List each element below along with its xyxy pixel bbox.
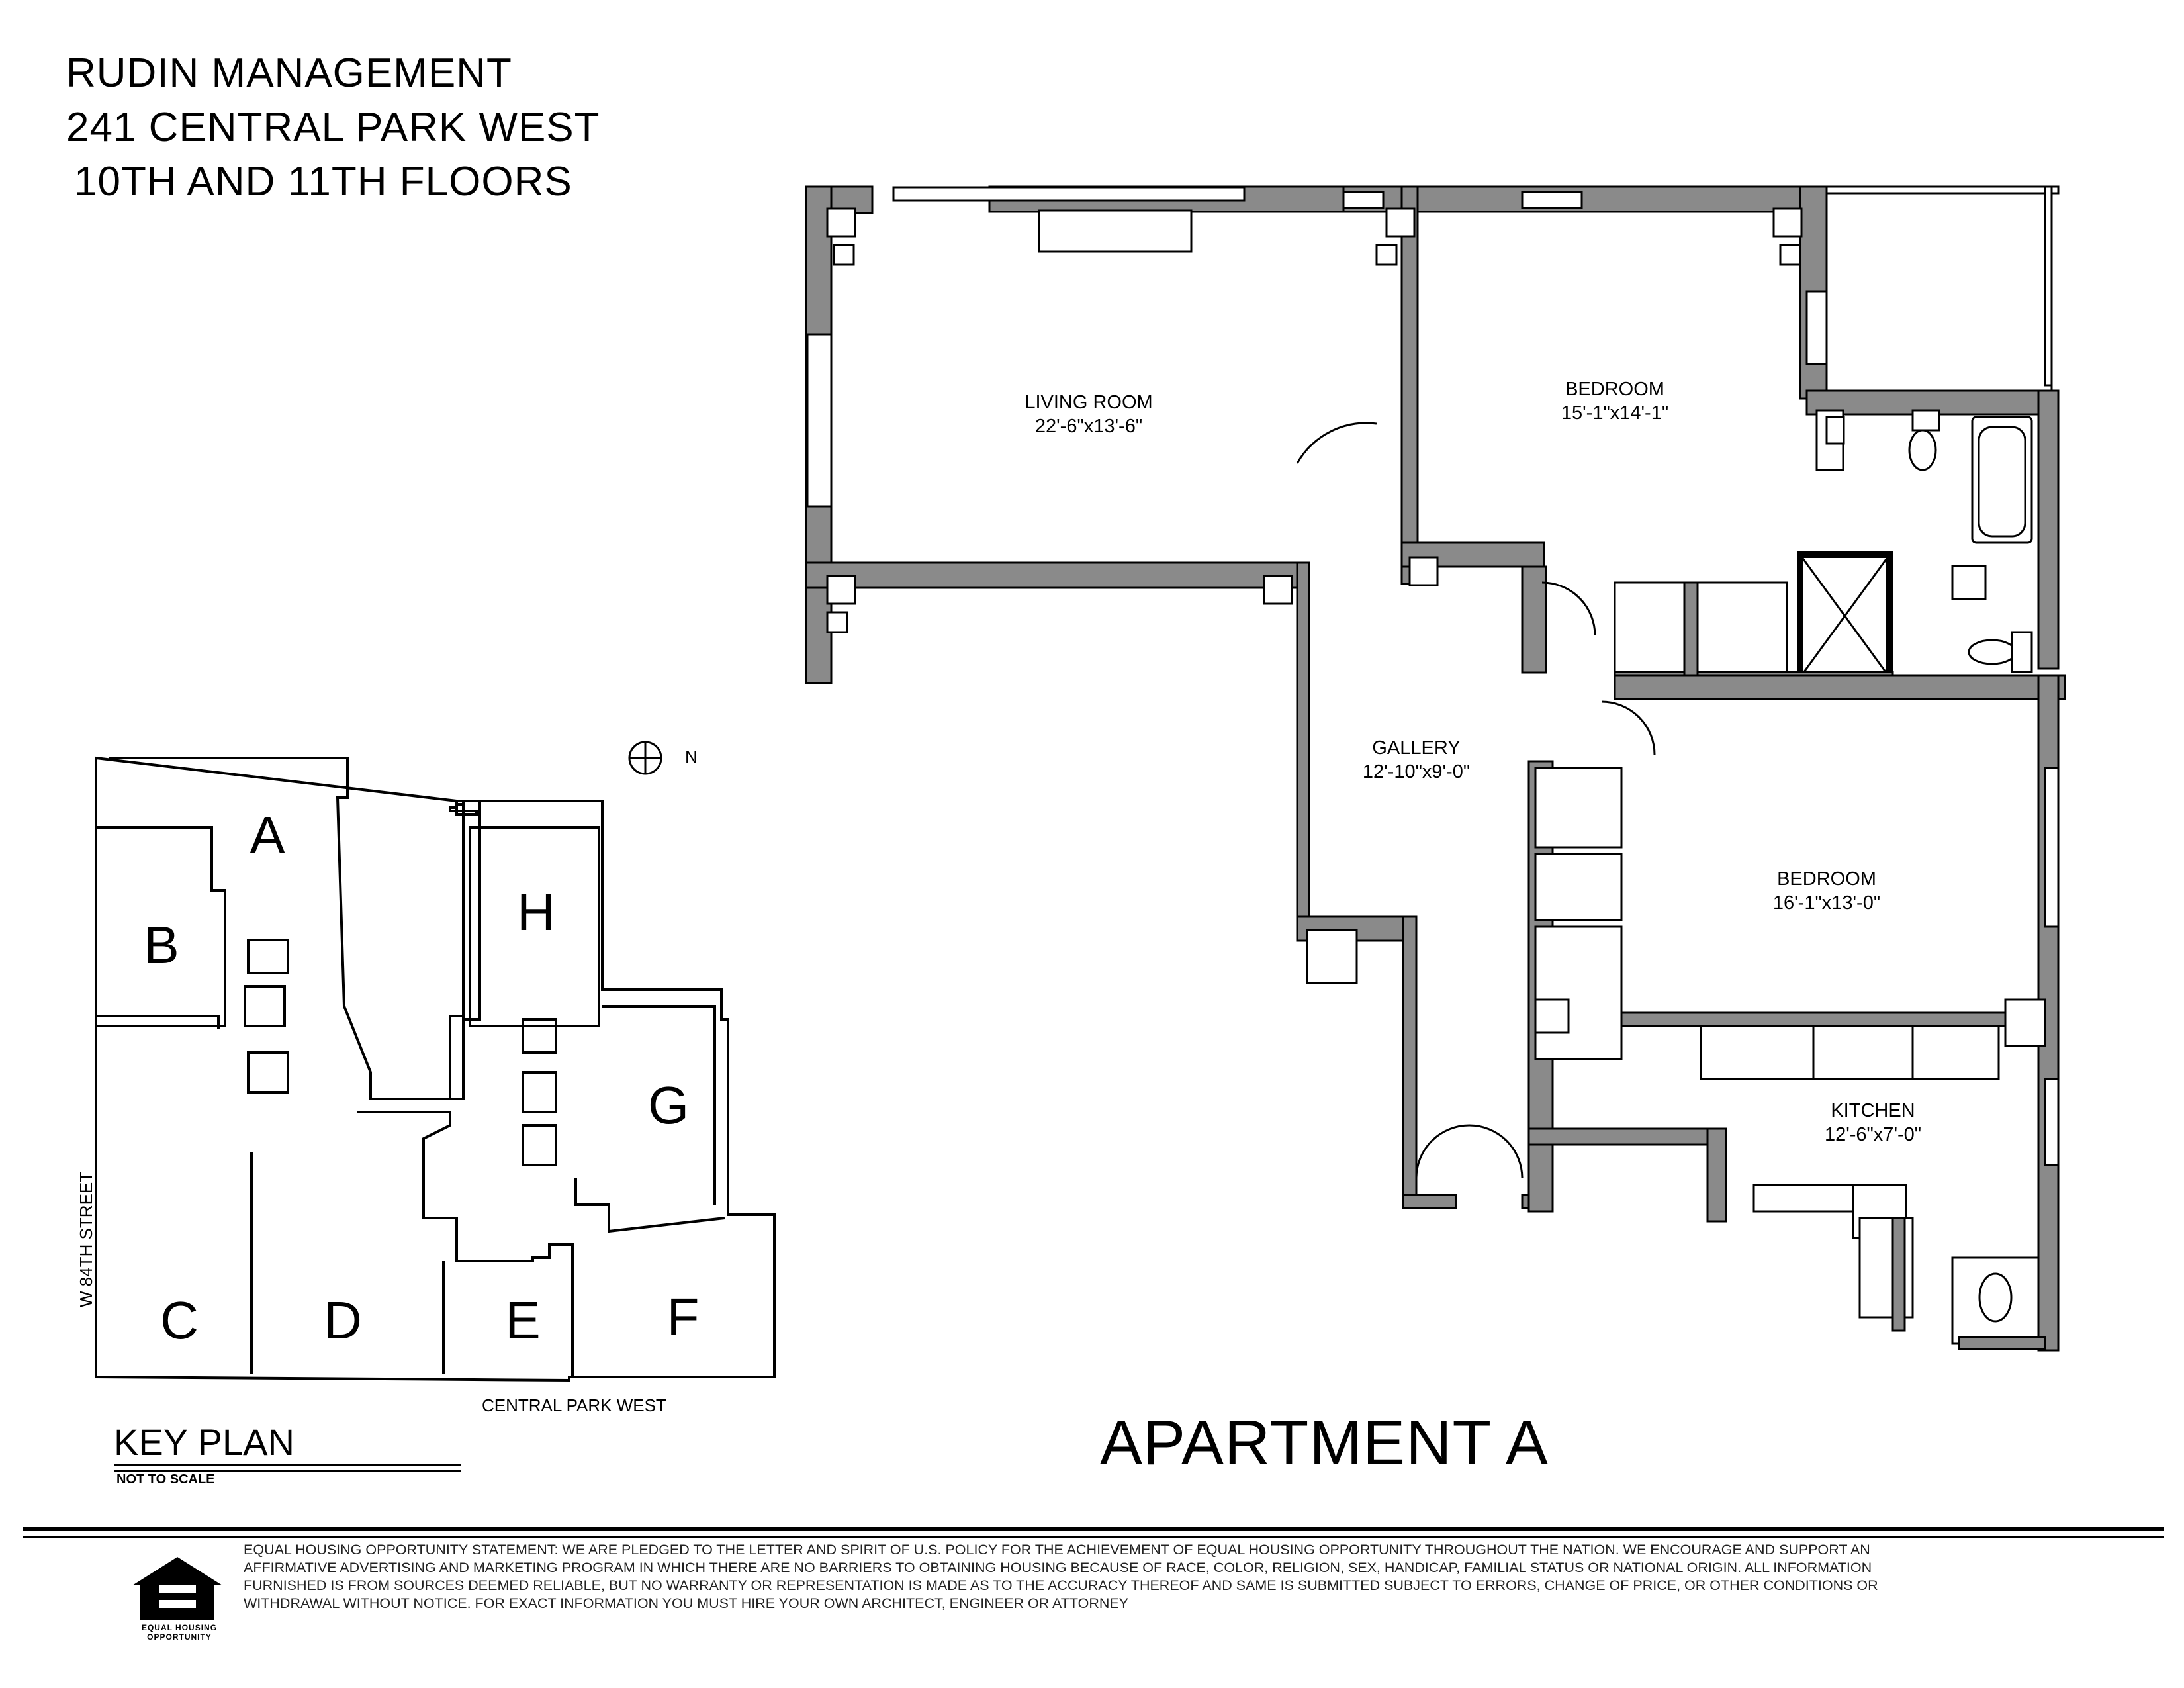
street-w-84th: W 84TH STREET	[76, 1171, 96, 1307]
key-plan-title: KEY PLAN	[114, 1421, 295, 1463]
building-address: 241 CENTRAL PARK WEST	[66, 105, 600, 150]
key-plan-scale-note: NOT TO SCALE	[116, 1472, 215, 1487]
bathroom-walls	[1614, 389, 2060, 692]
compass-north-label: N	[685, 747, 698, 767]
key-unit-g: G	[647, 1076, 690, 1135]
key-unit-e: E	[505, 1291, 541, 1350]
bedroom-2-walls	[1614, 674, 2066, 1352]
key-unit-h: H	[517, 882, 555, 941]
key-unit-c: C	[160, 1291, 199, 1350]
gallery-walls	[1296, 561, 1623, 1213]
equal-housing-logo-text: EQUAL HOUSING OPPORTUNITY	[141, 1623, 218, 1642]
kitchen-label: KITCHEN 12'-6"x7'-0"	[1824, 1100, 1922, 1145]
key-unit-d: D	[324, 1291, 362, 1350]
building-header: RUDIN MANAGEMENT 241 CENTRAL PARK WEST 1…	[66, 46, 600, 209]
street-central-park-west: CENTRAL PARK WEST	[482, 1395, 666, 1415]
key-unit-f: F	[666, 1288, 700, 1346]
floors-label: 10TH AND 11TH FLOORS	[74, 159, 572, 205]
bedroom-1-walls	[1342, 185, 1829, 674]
key-unit-b: B	[144, 915, 179, 974]
gallery-label: GALLERY 12'-10"x9'-0"	[1362, 737, 1471, 782]
apartment-title: APARTMENT A	[1100, 1407, 1549, 1478]
bedroom-1-label: BEDROOM 15'-1"x14'-1"	[1561, 379, 1669, 424]
key-unit-a: A	[250, 806, 285, 865]
management-company: RUDIN MANAGEMENT	[66, 50, 512, 96]
equal-housing-logo-icon	[132, 1557, 222, 1620]
living-room-walls	[805, 185, 1348, 684]
living-room-label: LIVING ROOM 22'-6"x13'-6"	[1024, 392, 1153, 437]
key-plan-drawing	[95, 756, 776, 1382]
compass-icon	[628, 741, 662, 775]
kitchen-walls	[1527, 1025, 2046, 1350]
bedroom-2-label: BEDROOM 16'-1"x13'-0"	[1772, 868, 1881, 914]
equal-housing-statement: EQUAL HOUSING OPPORTUNITY STATEMENT: WE …	[244, 1542, 1878, 1611]
